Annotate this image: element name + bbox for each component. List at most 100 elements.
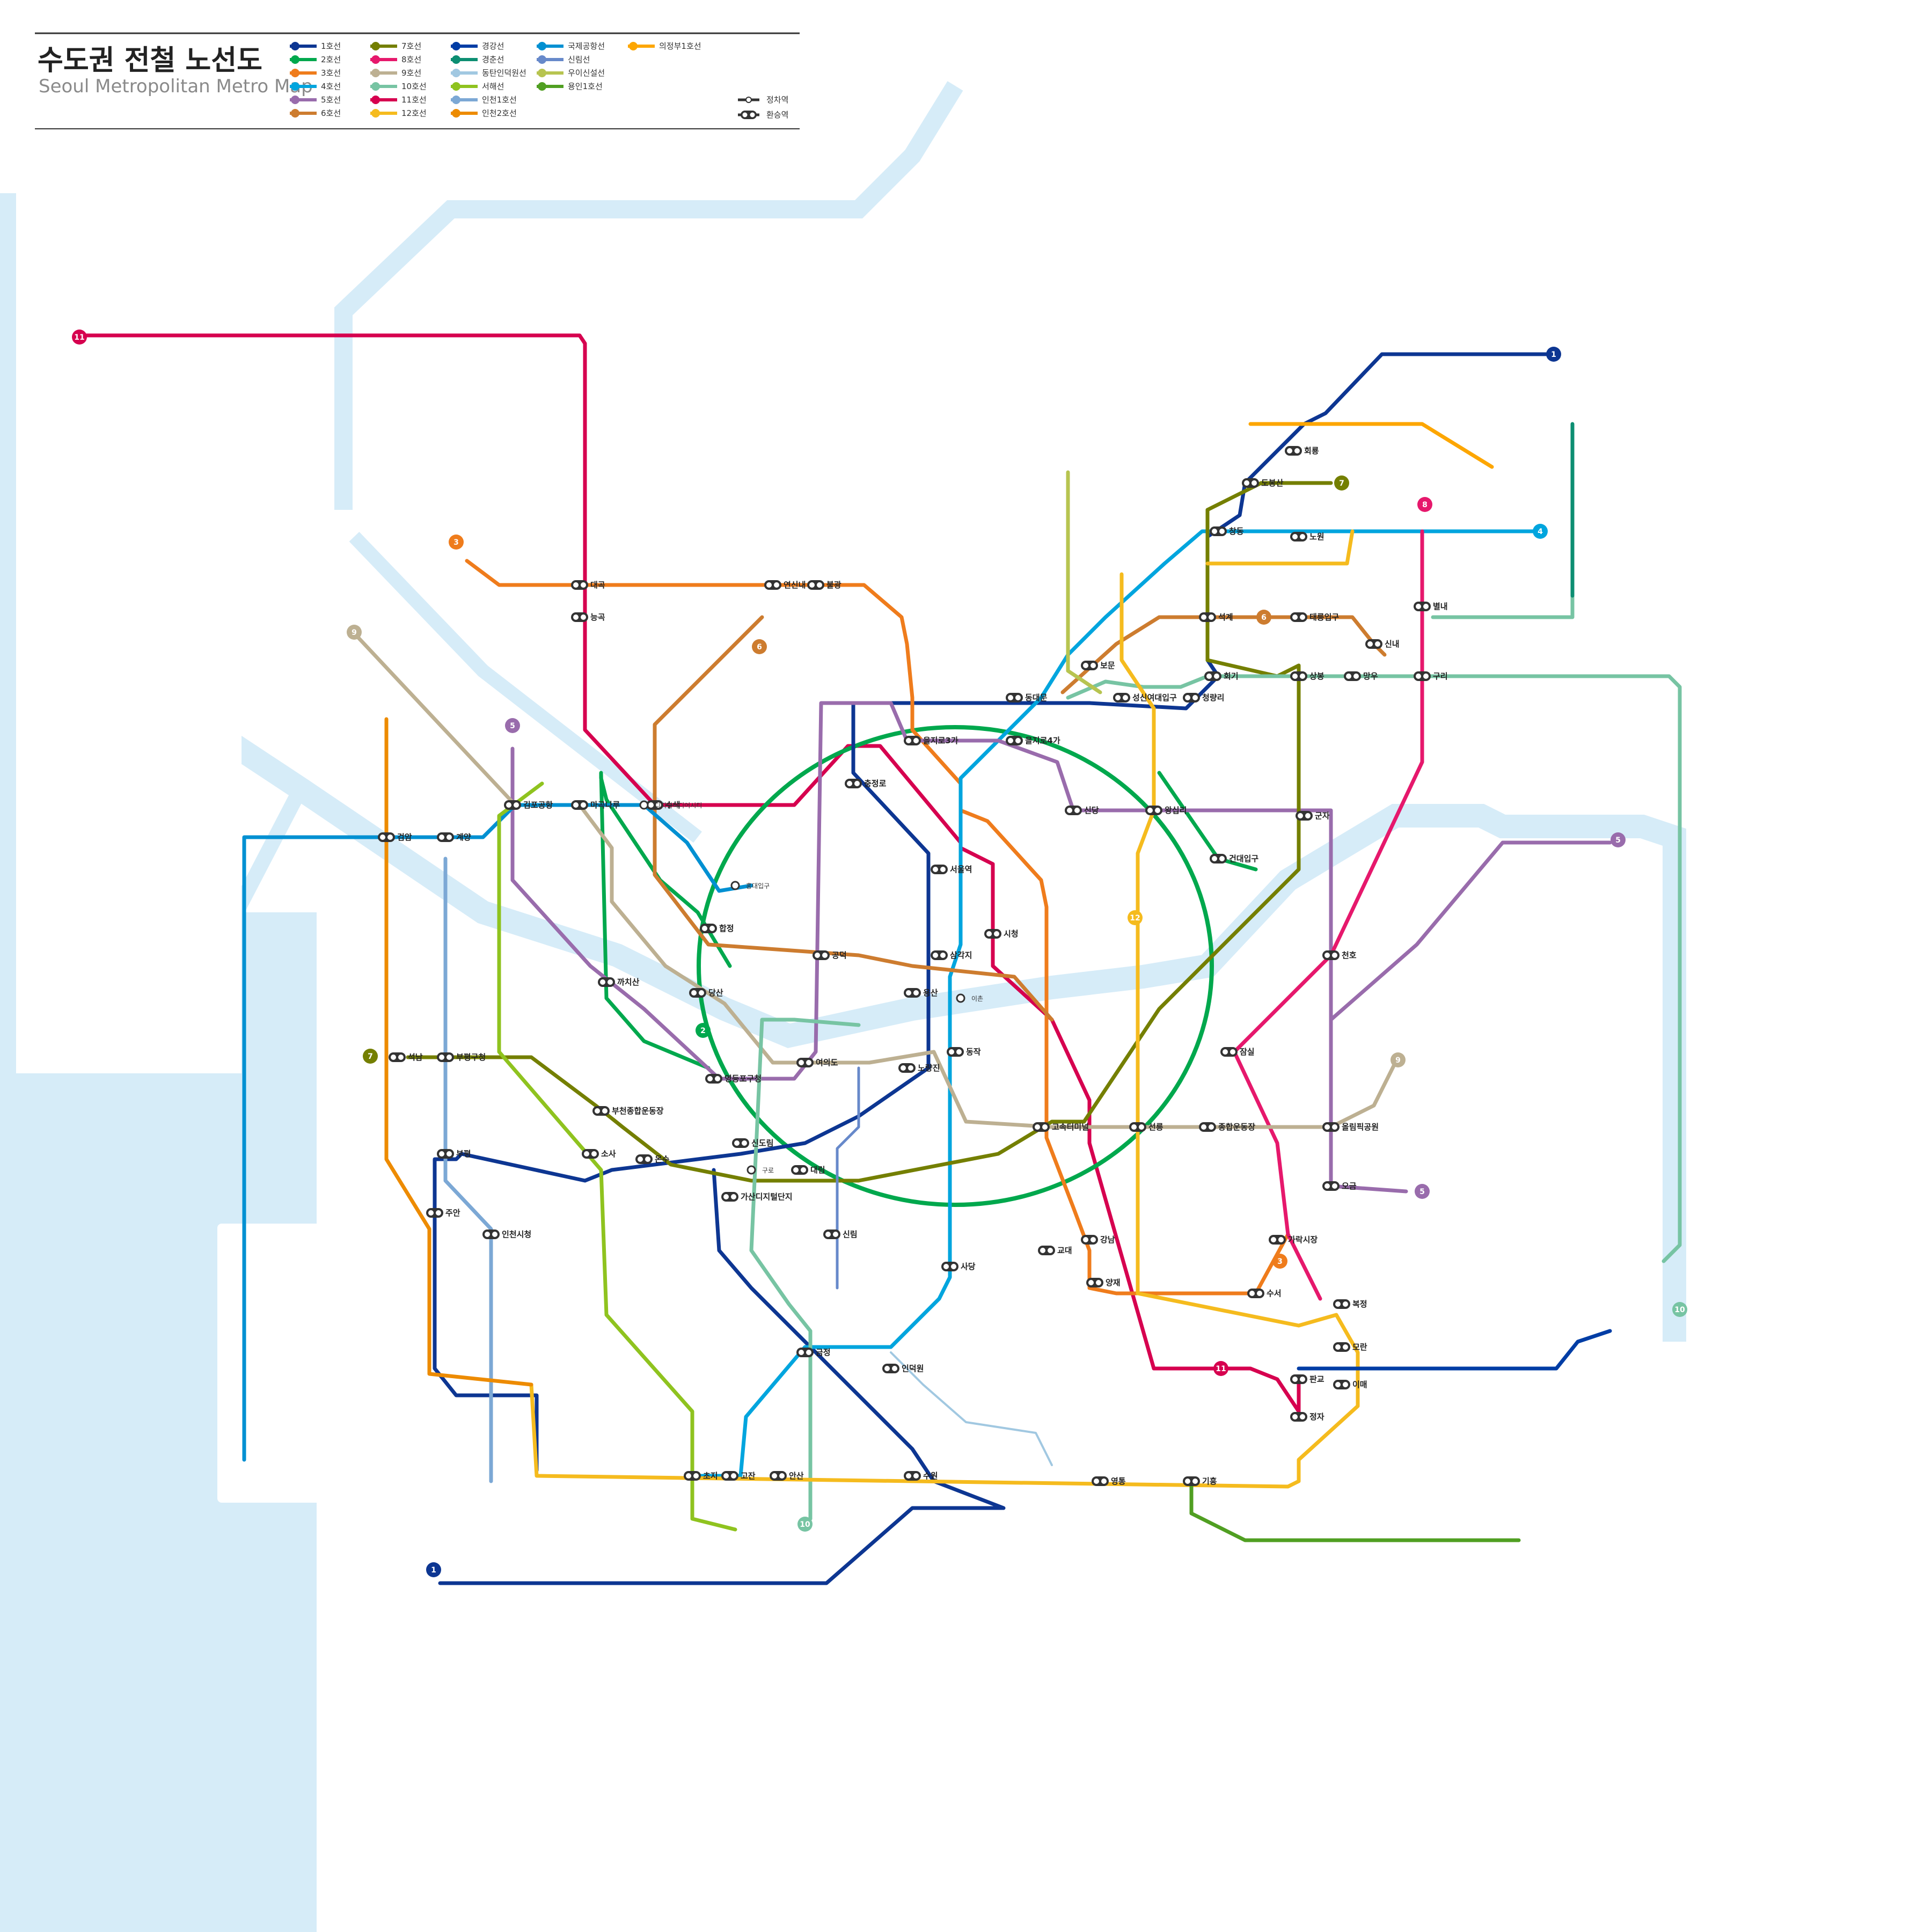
station-marker-dot (901, 1065, 906, 1071)
legend-line-label-ap: 국제공항선 (568, 41, 605, 51)
station-marker-dot (1212, 856, 1217, 861)
station-marker-dot (1324, 953, 1330, 958)
station-label: 삼각지 (950, 950, 972, 960)
legend-line-label-3: 3호선 (321, 68, 341, 78)
route-line-5-branch (1329, 840, 1612, 1022)
station-label: 신내 (1385, 639, 1400, 649)
station-label: 대곡 (590, 580, 605, 590)
station-marker-dot (986, 931, 992, 936)
station-marker-dot (1042, 1124, 1048, 1130)
legend-line-label-ub: 의정부1호선 (659, 41, 701, 51)
station-label: 을지로3가 (923, 736, 958, 745)
station-marker-dot (656, 802, 661, 808)
legend-line-badge-9 (371, 69, 380, 77)
station-marker-dot (1139, 1124, 1144, 1130)
route-line-12-north (1205, 529, 1355, 566)
legend-line-label-10: 10호선 (401, 82, 427, 91)
station-label: 검암 (397, 832, 412, 842)
station-label: 구로 (762, 1167, 774, 1174)
station-label: 서울역 (950, 865, 972, 874)
station-marker-s12[interactable] (747, 1165, 756, 1175)
station-marker-dot (779, 1473, 785, 1479)
legend-line-badge-12 (371, 109, 380, 118)
route-line-10 (1066, 674, 1682, 1263)
station-label: 공덕 (832, 950, 847, 960)
station-marker-dot (1292, 1377, 1298, 1382)
station-label: 신도림 (751, 1138, 773, 1148)
station-marker-dot (1287, 448, 1292, 453)
station-label: 연신내 (784, 580, 806, 590)
station-marker-dot (1091, 663, 1096, 668)
station-marker-dot (1123, 695, 1128, 700)
line-terminal-number: 2 (700, 1027, 706, 1035)
station-marker-dot (709, 926, 715, 931)
legend-stop-icon (745, 97, 752, 103)
station-label: 홍대입구 (746, 882, 770, 890)
station-marker-dot (1115, 695, 1121, 700)
route-yongin (1189, 1479, 1521, 1542)
line-terminal-number: 11 (1216, 1365, 1226, 1373)
route-line-10-northeast (1431, 427, 1575, 619)
station-marker-dot (1088, 1280, 1094, 1285)
station-marker-dot (1219, 529, 1225, 534)
legend-line-label-yi: 용인1호선 (568, 82, 603, 91)
station-marker-dot (391, 1055, 396, 1060)
station-marker-dot (1292, 614, 1298, 620)
station-marker-dot (1083, 663, 1088, 668)
station-marker-s32[interactable] (956, 993, 965, 1003)
line-terminal-badge (1672, 1302, 1687, 1317)
station-marker-s6[interactable] (639, 800, 649, 810)
station-marker-dot (809, 582, 815, 588)
station-label: 동대문 (1025, 693, 1048, 702)
legend-line-badge-3 (291, 69, 299, 77)
legend-line-badge-ap (538, 42, 546, 50)
station-marker-dot (1083, 1237, 1088, 1242)
station-marker-dot (1271, 1237, 1276, 1242)
station-marker-dot (847, 781, 852, 786)
line-terminal-number: 6 (757, 643, 762, 652)
station-marker-dot (884, 1366, 890, 1371)
station-marker-dot (1343, 1344, 1348, 1350)
station-marker-s7[interactable] (730, 881, 740, 890)
line-terminal-badge (1272, 1254, 1287, 1269)
station-label: 용산 (923, 988, 938, 998)
station-marker-dot (766, 582, 772, 588)
station-marker-dot (439, 1151, 444, 1157)
station-marker-dot (1192, 1479, 1198, 1484)
station-marker-dot (581, 802, 586, 808)
line-terminal-number: 7 (1339, 479, 1344, 488)
legend-line-label-5: 5호선 (321, 95, 341, 105)
route-seohae (497, 781, 737, 1532)
station-label: 시청 (1004, 929, 1019, 939)
legend-line-badge-5 (291, 96, 299, 104)
legend-line-label-12: 12호선 (401, 108, 427, 118)
station-label: 교대 (1057, 1246, 1072, 1255)
station-marker-dot (1324, 1124, 1330, 1130)
station-marker-dot (742, 1140, 747, 1146)
station-label: 고잔 (741, 1471, 756, 1481)
station-marker-dot (833, 1232, 838, 1237)
station-marker-dot (1300, 1377, 1305, 1382)
station-marker-dot (600, 979, 605, 985)
station-label: 충정로 (864, 779, 887, 788)
station-label: 온수 (655, 1154, 670, 1164)
route-line-6 (653, 615, 1054, 1022)
station-marker-dot (1416, 604, 1421, 609)
station-marker-dot (693, 1473, 699, 1479)
station-marker-dot (1201, 1124, 1206, 1130)
station-label: 능곡 (590, 612, 605, 622)
line-terminal-badge (1128, 910, 1143, 925)
line-terminal-number: 4 (1538, 528, 1543, 536)
station-marker-dot (1074, 808, 1080, 813)
station-marker-dot (801, 1167, 806, 1173)
station-marker-dot (1201, 614, 1206, 620)
station-marker-dot (1209, 1124, 1214, 1130)
legend-line-label-di: 동탄인덕원선 (482, 68, 526, 78)
line-terminal-badge (449, 535, 464, 550)
station-marker-dot (913, 990, 919, 996)
station-marker-dot (1332, 1183, 1337, 1189)
legend-line-badge-sr (538, 55, 546, 64)
map-title: 수도권 전철 노선도 (38, 45, 262, 77)
station-marker-dot (1343, 1382, 1348, 1387)
line-terminal-number: 5 (1419, 1188, 1425, 1196)
